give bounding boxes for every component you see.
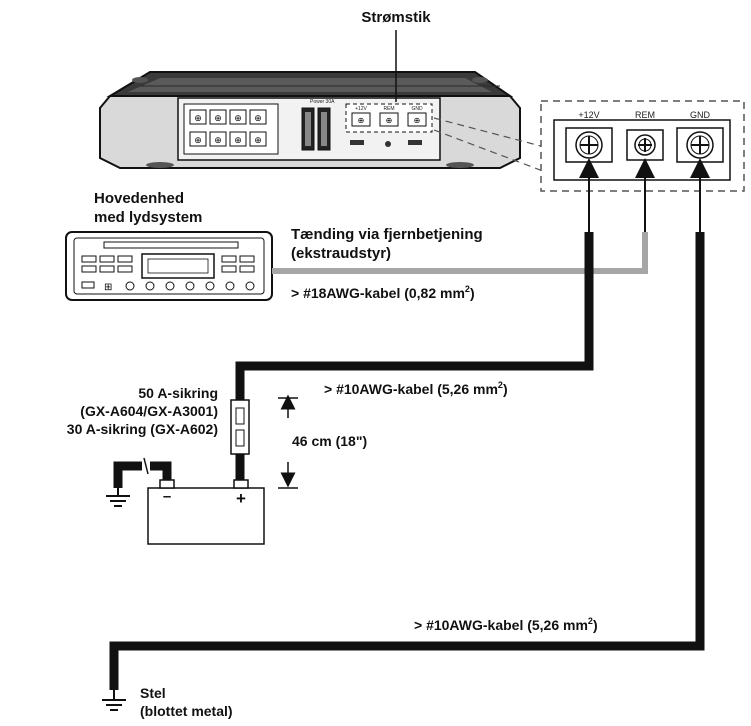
zoom-line-bottom	[433, 129, 557, 177]
ground-cable	[109, 232, 705, 690]
chassis-label-line2: (blottet metal)	[140, 703, 233, 719]
chassis-label-line1: Stel	[140, 685, 166, 701]
svg-text:⊕: ⊕	[234, 113, 242, 123]
battery-plus: +	[236, 489, 246, 508]
head-unit-label-line2: med lydsystem	[94, 209, 202, 226]
amp-terminal-label-rem: REM	[383, 106, 394, 112]
fuse-label-line1: 50 A-sikring	[138, 385, 218, 401]
terminal-rem	[626, 129, 664, 161]
speaker-terminals: ⊕ ⊕ ⊕ ⊕ ⊕ ⊕ ⊕ ⊕	[189, 109, 267, 147]
svg-text:⊕: ⊕	[194, 113, 202, 123]
svg-text:⊕: ⊕	[194, 135, 202, 145]
head-unit: ⊞	[65, 231, 273, 301]
distance-label: 46 cm (18")	[292, 433, 367, 449]
amp-power-label: Power 30A	[310, 99, 335, 105]
amp-terminal-label-12v: +12V	[355, 106, 367, 112]
battery: – +	[147, 479, 265, 545]
head-unit-label-line1: Hovedenhed	[94, 190, 184, 207]
terminal-gnd	[676, 127, 724, 163]
svg-text:⊕: ⊕	[214, 135, 222, 145]
power-connector-label: Strømstik	[361, 9, 431, 26]
svg-text:⊞: ⊞	[104, 282, 112, 293]
svg-text:⊕: ⊕	[214, 113, 222, 123]
amp-terminal-label-gnd: GND	[411, 106, 423, 112]
terminal-label-gnd: GND	[690, 110, 711, 120]
remote-label-line1: Tænding via fjernbetjening	[291, 226, 483, 243]
remote-label-line2: (ekstraudstyr)	[291, 245, 391, 262]
chassis-ground-icon	[102, 690, 126, 711]
fuse-label-line3: 30 A-sikring (GX-A602)	[67, 421, 218, 437]
battery-minus: –	[163, 488, 171, 505]
amplifier: ⊕ ⊕ ⊕ ⊕ ⊕ ⊕ ⊕ ⊕ Power 30A +12V REM GND ⊕…	[99, 71, 521, 169]
fuse	[230, 399, 250, 455]
cable-18awg-label: > #18AWG-kabel (0,82 mm2)	[291, 284, 475, 301]
terminal-12v	[565, 127, 613, 163]
svg-text:⊕: ⊕	[358, 116, 365, 125]
terminal-label-rem: REM	[635, 110, 655, 120]
cable-10awg-positive-label: > #10AWG-kabel (5,26 mm2)	[324, 380, 508, 397]
svg-text:⊕: ⊕	[234, 135, 242, 145]
zoom-line-top	[433, 117, 557, 151]
fuse-label-line2: (GX-A604/GX-A3001)	[80, 403, 218, 419]
remote-cable	[272, 232, 648, 274]
battery-ground-cable	[113, 461, 142, 488]
terminal-label-12v: +12V	[578, 110, 599, 120]
svg-text:⊕: ⊕	[254, 113, 262, 123]
battery-ground-icon	[106, 488, 130, 507]
svg-text:⊕: ⊕	[386, 116, 393, 125]
terminal-block-zoom: +12V REM GND	[540, 100, 745, 192]
svg-text:⊕: ⊕	[254, 135, 262, 145]
svg-text:⊕: ⊕	[414, 116, 421, 125]
cable-10awg-ground-label: > #10AWG-kabel (5,26 mm2)	[414, 616, 598, 633]
